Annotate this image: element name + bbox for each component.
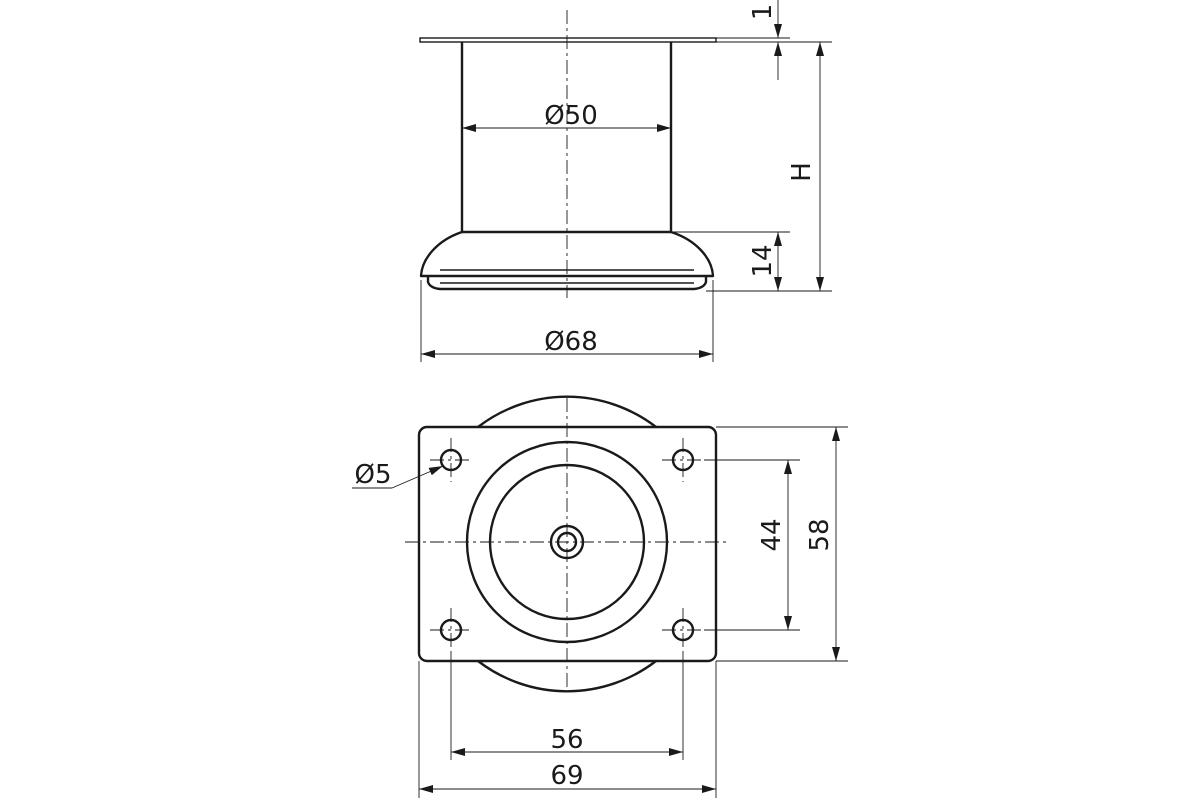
- base-pad: [426, 276, 708, 291]
- base-height-label: 14: [748, 244, 778, 277]
- plate-height-label: 58: [805, 518, 835, 551]
- plate-thickness-label: 1: [748, 4, 778, 21]
- dim-tube-diameter: Ø50: [462, 101, 671, 132]
- hole-spacing-horizontal-label: 56: [550, 725, 583, 755]
- screw-holes: [430, 438, 704, 652]
- side-view: 1 Ø50 H 14 Ø68: [419, 0, 832, 362]
- tube-body: [460, 42, 673, 234]
- base-circle-bottom-arc: [477, 660, 657, 693]
- base-diameter-label: Ø68: [544, 327, 598, 357]
- tube-inner-ring: [488, 463, 646, 621]
- tube-outer-ring: [465, 440, 669, 644]
- height-label: H: [787, 162, 817, 182]
- dim-hole-diameter: Ø5: [352, 460, 444, 490]
- hole-diameter-label: Ø5: [354, 460, 391, 490]
- base-circle-top-arc: [477, 395, 657, 428]
- hole-spacing-vertical-label: 44: [757, 518, 787, 551]
- dim-hole-spacing-vertical: 44: [757, 460, 792, 630]
- dim-plate-thickness: 1: [748, 0, 782, 80]
- dim-base-diameter: Ø68: [421, 327, 713, 358]
- base-dome: [419, 230, 715, 278]
- center-bolt-outer: [549, 524, 585, 560]
- mounting-plate-top: [417, 425, 718, 663]
- center-bolt-inner: [556, 531, 578, 553]
- dim-base-height: 14: [748, 232, 782, 291]
- dim-plate-width: 69: [419, 761, 716, 793]
- tube-diameter-label: Ø50: [544, 101, 598, 131]
- dim-plate-height: 58: [805, 427, 840, 661]
- mounting-plate-side: [419, 37, 717, 43]
- dim-height: H: [787, 42, 824, 291]
- plate-width-label: 69: [550, 761, 583, 791]
- dim-hole-spacing-horizontal: 56: [451, 725, 683, 756]
- top-view: Ø5 44 58 56 69: [352, 395, 848, 798]
